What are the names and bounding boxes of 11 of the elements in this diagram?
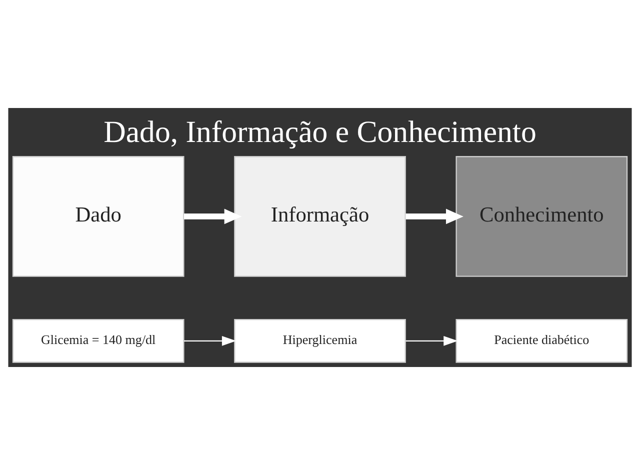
diagram-title: Dado, Informação e Conhecimento [104,114,536,149]
arrow [406,208,464,224]
node-box: Glicemia = 140 mg/dl [12,318,184,362]
node-box: Informação [234,156,406,276]
arrow [406,335,458,346]
node-box: Paciente diabético [456,318,628,362]
node-box: Dado [12,156,184,276]
arrow [184,208,242,224]
arrow [184,335,236,346]
node-box: Conhecimento [456,156,628,276]
node-box: Hiperglicemia [234,318,406,362]
